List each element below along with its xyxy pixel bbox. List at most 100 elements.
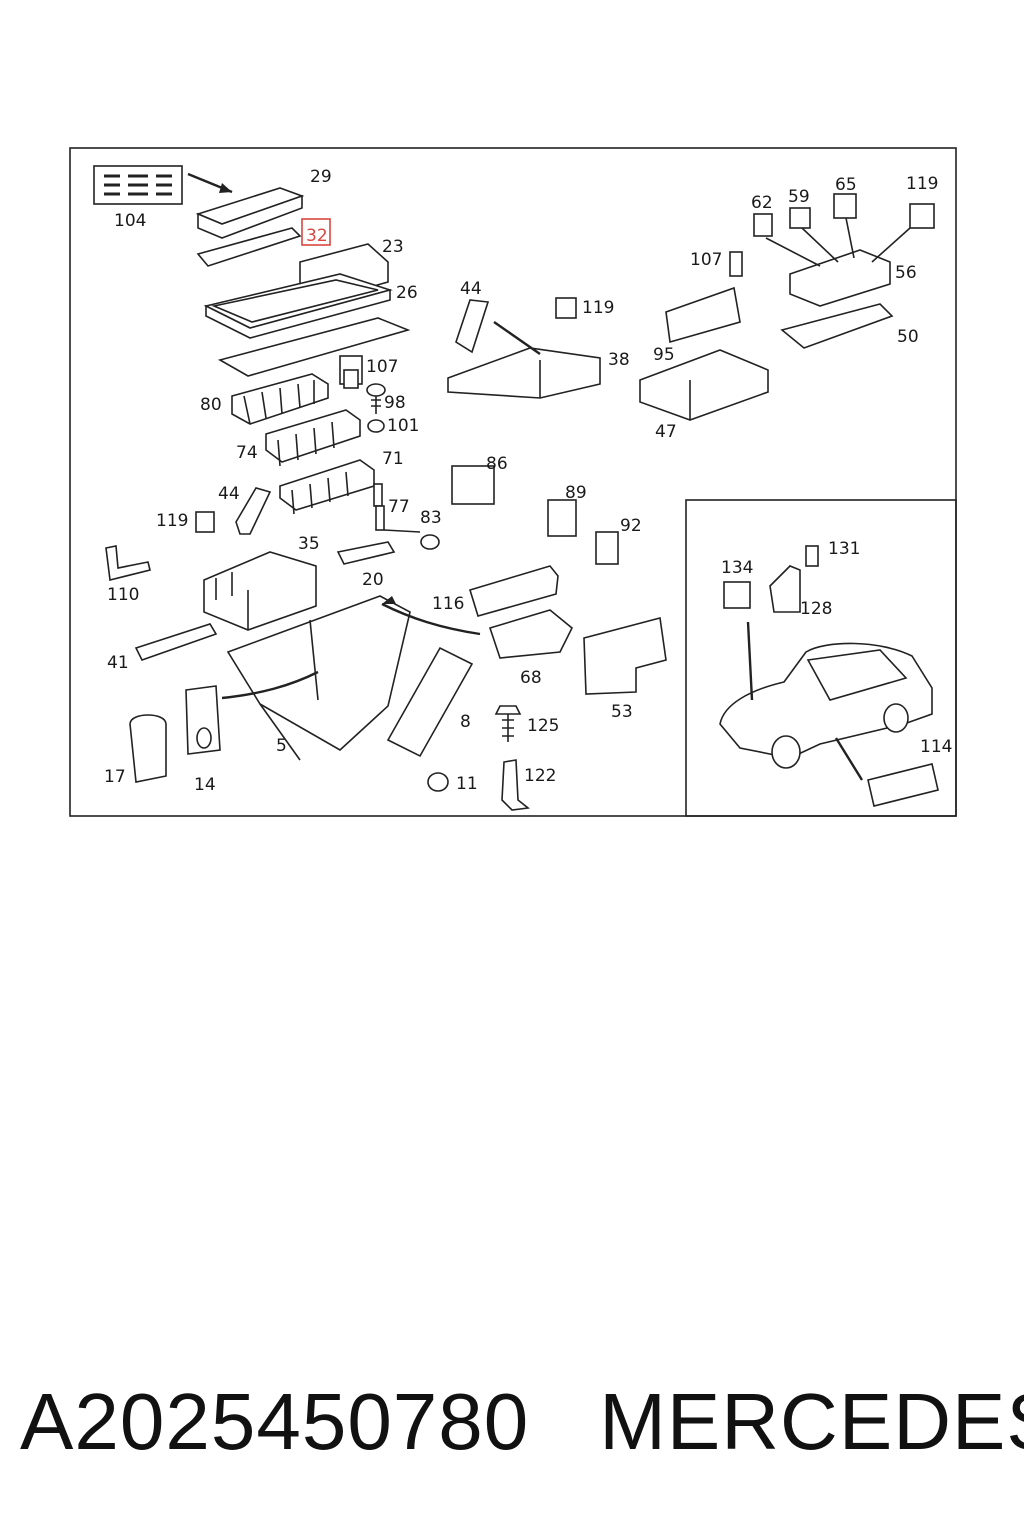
vehicle-illustration bbox=[719, 642, 933, 769]
callout-134: 134 bbox=[721, 558, 753, 578]
callout-35: 35 bbox=[298, 534, 320, 554]
part-29-cover bbox=[195, 187, 305, 239]
callout-104: 104 bbox=[114, 211, 146, 231]
callout-56: 56 bbox=[895, 263, 917, 283]
callout-50: 50 bbox=[897, 327, 919, 347]
callout-20: 20 bbox=[362, 570, 384, 590]
part-50-rail bbox=[780, 303, 894, 349]
part-86-connector bbox=[451, 465, 495, 505]
part-35-fuse-box bbox=[203, 551, 317, 631]
callout-125: 125 bbox=[527, 716, 559, 736]
part-17-cover bbox=[129, 714, 167, 783]
callout-41: 41 bbox=[107, 653, 129, 673]
part-38-relay-box bbox=[447, 347, 601, 399]
callout-119: 119 bbox=[906, 174, 938, 194]
callout-17: 17 bbox=[104, 767, 126, 787]
part-47-block bbox=[639, 349, 769, 421]
part-77-pin bbox=[373, 483, 385, 531]
callout-26: 26 bbox=[396, 283, 418, 303]
callout-44: 44 bbox=[460, 279, 482, 299]
part-5-tray bbox=[226, 595, 411, 761]
callout-59: 59 bbox=[788, 187, 810, 207]
callout-83: 83 bbox=[420, 508, 442, 528]
part-107-fuse bbox=[339, 355, 363, 389]
callout-11: 11 bbox=[456, 774, 478, 794]
callout-92: 92 bbox=[620, 516, 642, 536]
callout-32: 32 bbox=[306, 226, 328, 246]
callout-116: 116 bbox=[432, 594, 464, 614]
part-14-holder bbox=[185, 685, 221, 755]
footer: A2025450780 MERCEDES bbox=[20, 1372, 1024, 1472]
part-116-bracket bbox=[468, 565, 559, 617]
part-71-connector-block bbox=[279, 459, 375, 515]
arrow-44-to-38 bbox=[493, 321, 541, 355]
callout-47: 47 bbox=[655, 422, 677, 442]
part-32-seal bbox=[196, 227, 302, 267]
part-53-module bbox=[583, 616, 667, 695]
part-114-battery bbox=[867, 763, 939, 807]
part-128-fuse-holder bbox=[769, 565, 801, 613]
callout-101: 101 bbox=[387, 416, 419, 436]
callout-98: 98 bbox=[384, 393, 406, 413]
brand-name: MERCEDES bbox=[599, 1377, 1024, 1466]
callout-65: 65 bbox=[835, 175, 857, 195]
part-89-connector bbox=[547, 499, 577, 537]
callout-128: 128 bbox=[800, 599, 832, 619]
callout-95: 95 bbox=[653, 345, 675, 365]
vehicle-inset-frame bbox=[685, 499, 957, 817]
part-68-plate bbox=[488, 609, 574, 659]
callout-8: 8 bbox=[460, 712, 471, 732]
callout-5: 5 bbox=[276, 736, 287, 756]
part-119-relay-center bbox=[555, 297, 577, 319]
callout-29: 29 bbox=[310, 167, 332, 187]
part-125-screw bbox=[494, 705, 522, 742]
arrow-14-to-5 bbox=[221, 670, 319, 700]
part-11-cap bbox=[427, 772, 449, 792]
callout-110: 110 bbox=[107, 585, 139, 605]
callout-38: 38 bbox=[608, 350, 630, 370]
part-119-relay-right bbox=[909, 203, 935, 229]
part-92-connector bbox=[595, 531, 619, 565]
highlight-box-32 bbox=[301, 218, 331, 246]
part-98-screw bbox=[366, 383, 386, 414]
callout-89: 89 bbox=[565, 483, 587, 503]
callout-44: 44 bbox=[218, 484, 240, 504]
part-95-fuse-strip bbox=[665, 286, 741, 344]
part-8-gasket bbox=[386, 646, 474, 758]
callout-119: 119 bbox=[582, 298, 614, 318]
part-number: A2025450780 bbox=[20, 1377, 530, 1466]
part-74-connector-block bbox=[265, 409, 361, 467]
part-101-washer bbox=[367, 419, 385, 433]
part-20-connector-strip bbox=[336, 541, 396, 565]
callout-86: 86 bbox=[486, 454, 508, 474]
arrow-116-to-5 bbox=[381, 602, 481, 636]
callout-23: 23 bbox=[382, 237, 404, 257]
part-59-relay bbox=[789, 207, 811, 229]
part-41-rail bbox=[134, 623, 218, 661]
part-44-bracket-center bbox=[455, 299, 490, 354]
callout-107: 107 bbox=[366, 357, 398, 377]
part-44-bracket-left bbox=[235, 487, 272, 535]
callout-80: 80 bbox=[200, 395, 222, 415]
arrow-car-to-114 bbox=[834, 737, 864, 781]
callout-77: 77 bbox=[388, 497, 410, 517]
part-65-relay bbox=[833, 193, 857, 219]
callout-53: 53 bbox=[611, 702, 633, 722]
arrow-134-to-car bbox=[746, 621, 754, 701]
part-80-fuse-holder bbox=[231, 373, 329, 425]
part-83-bolt bbox=[383, 529, 440, 550]
part-seal-26 bbox=[217, 317, 411, 377]
part-26-frame bbox=[203, 273, 393, 339]
part-131-fuse bbox=[805, 545, 819, 567]
callout-62: 62 bbox=[751, 193, 773, 213]
part-110-clip bbox=[105, 545, 151, 581]
part-134-relay bbox=[723, 581, 751, 609]
part-62-relay bbox=[753, 213, 773, 237]
callout-119: 119 bbox=[156, 511, 188, 531]
part-104-label-sticker bbox=[93, 165, 183, 205]
callout-122: 122 bbox=[524, 766, 556, 786]
callout-14: 14 bbox=[194, 775, 216, 795]
part-122-bracket bbox=[501, 759, 530, 811]
